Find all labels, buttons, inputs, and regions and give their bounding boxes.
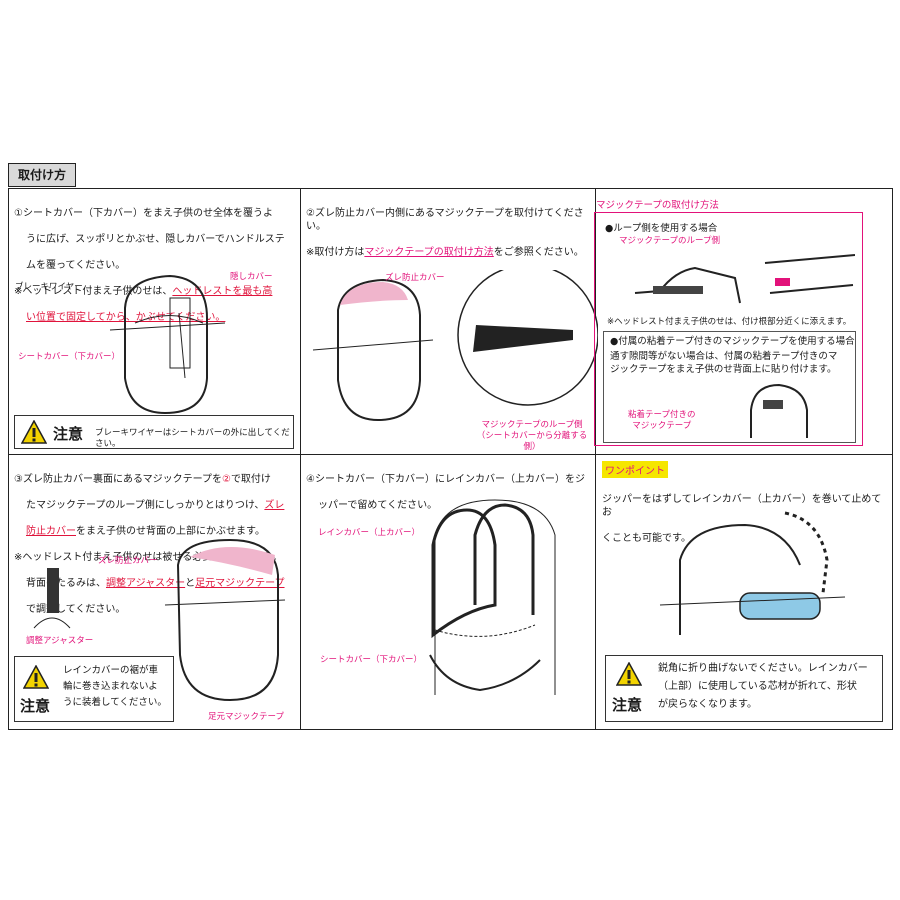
step5-illustration [659,511,846,635]
label-loop-side: マジックテープのループ側（シートカバーから分離する側） [476,420,588,452]
step2-text: ②ズレ防止カバー内側にあるマジックテープを取付けてください。 ※取付け方はマジッ… [306,208,584,258]
caution-word: 注意 [20,697,51,715]
caution-text: レインカバーの裾が車 輪に巻き込まれないよ うに装着してください。 [63,665,167,708]
adhesive-illustration [750,383,808,438]
label-zure-cover-3: ズレ防止カバー [98,556,158,566]
magic-tape-box: ●ループ側を使用する場合 マジックテープのループ側 ※ヘッドレスト付まえ子供のせ… [594,212,863,446]
caution-text: ブレーキワイヤーはシートカバーの外に出してください。 [95,428,290,449]
instruction-grid [8,188,893,730]
label-hide-cover: 隠しカバー [230,272,273,282]
label-seat-cover: シートカバー（下カバー） [18,352,121,362]
label-zure-cover-2: ズレ防止カバー [385,273,445,283]
headrest-note: ※ヘッドレスト付まえ子供のせは、付け根部分近くに添えます。 [607,317,852,327]
warning-icon [616,662,642,686]
caution-word: 注意 [53,425,84,443]
adh-heading: ●付属の粘着テープ付きのマジックテープを使用する場合 [610,336,855,347]
caution-box-1: 注意 ブレーキワイヤーはシートカバーの外に出してください。 [14,415,294,449]
step1-illustration [109,274,226,415]
loop-heading: ●ループ側を使用する場合 [605,223,718,234]
caution-box-5: 注意 鋭角に折り曲げないでください。レインカバー （上部）に使用している芯材が折… [605,655,883,722]
col-divider-2 [595,188,596,730]
loop-label: マジックテープのループ側 [619,236,720,246]
label-brake-wire: ブレーキワイヤー [15,282,83,292]
label-rain-cover: レインカバー（上カバー） [318,528,421,538]
row-divider [8,454,893,455]
step5-text: ジッパーをはずしてレインカバー（上カバー）を巻いて止めてお くことも可能です。 [602,494,882,544]
warning-icon [21,420,47,444]
adjuster-illustration [33,568,71,629]
adh-text: 通す隙間等がない場合は、付属の粘着テープ付きのマ ジックテープをまえ子供のせ背面… [610,351,838,375]
adhesive-box: ●付属の粘着テープ付きのマジックテープを使用する場合 通す隙間等がない場合は、付… [603,331,856,443]
step2-illustration [312,270,598,422]
section-title: 取付け方 [8,163,76,187]
step4-illustration [429,499,556,695]
caution-word: 注意 [612,696,643,714]
step3-text: ③ズレ防止カバー裏面にあるマジックテープを②で取付け たマジックテープのループ側… [14,474,285,615]
col-divider-1 [300,188,301,730]
warning-icon [23,665,49,689]
adh-label: 粘着テープ付きの マジックテープ [628,410,696,431]
loop-illustration [634,254,855,304]
onepoint-tag: ワンポイント [602,461,668,478]
step3-illustration [164,538,286,702]
magic-title: マジックテープの取付け方法 [596,200,719,211]
label-adjuster: 調整アジャスター [26,636,94,646]
label-seat-cover-4: シートカバー（下カバー） [320,655,423,665]
caution-text: 鋭角に折り曲げないでください。レインカバー （上部）に使用している芯材が折れて、… [658,663,868,710]
step4-text: ④シートカバー（下カバー）にレインカバー（上カバー）をジ ッパーで留めてください… [306,474,585,511]
label-foot-tape: 足元マジックテープ [208,712,284,722]
caution-box-3: 注意 レインカバーの裾が車 輪に巻き込まれないよ うに装着してください。 [14,656,174,722]
